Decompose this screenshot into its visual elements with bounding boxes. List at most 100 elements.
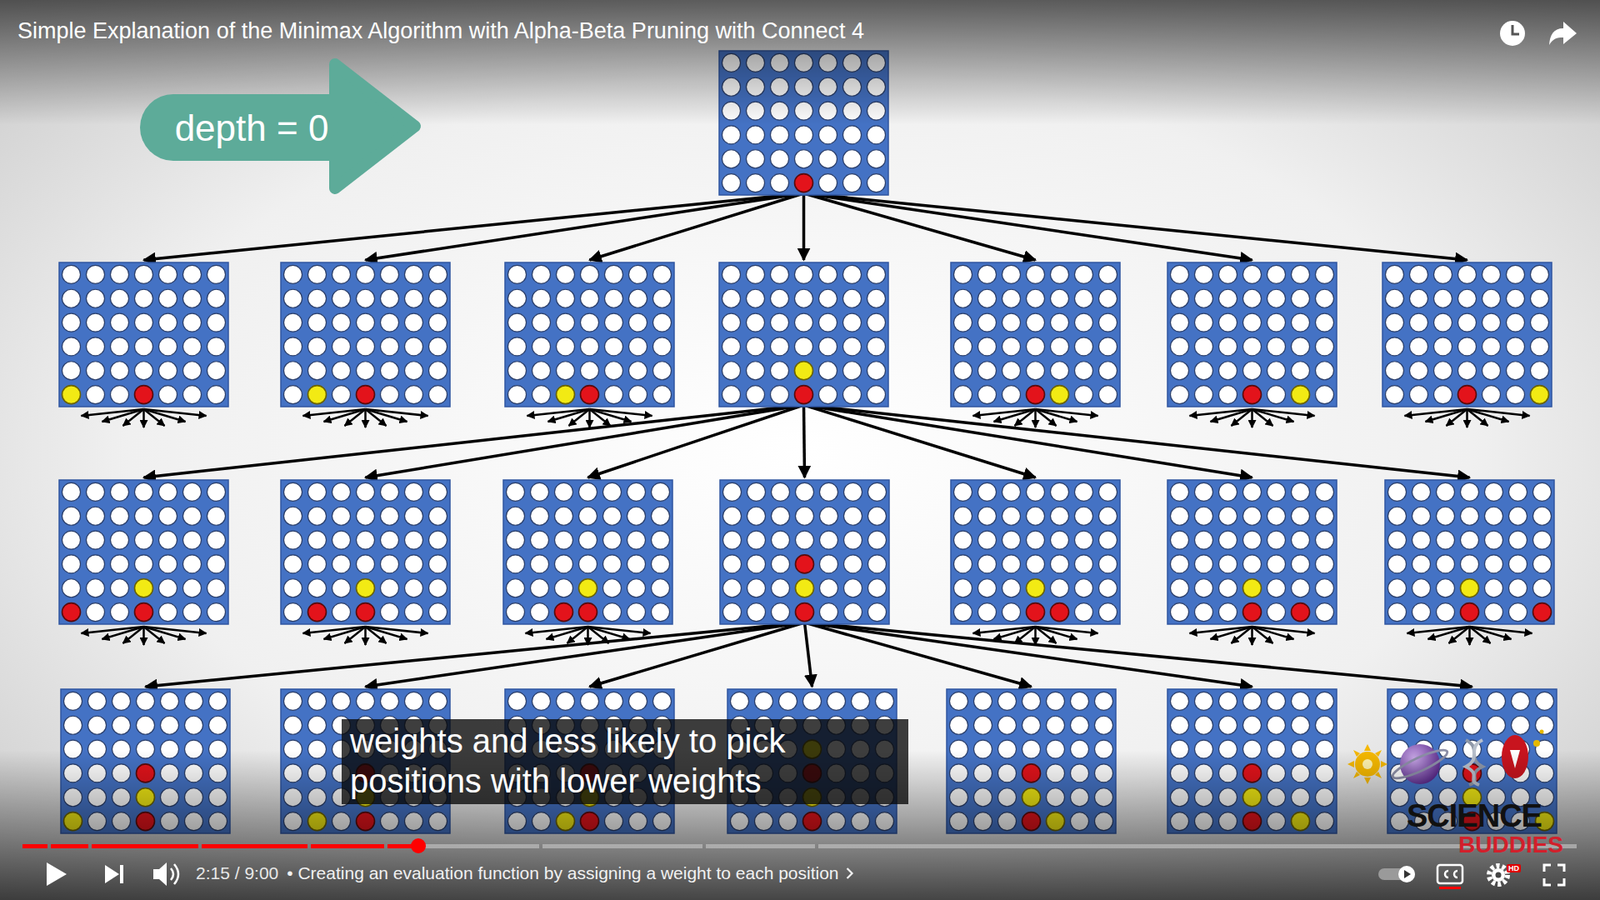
board-cell — [530, 482, 550, 501]
board-cell — [651, 530, 670, 550]
board-cell — [532, 361, 551, 380]
board-cell — [159, 337, 178, 356]
board-cell — [135, 506, 154, 525]
board-cell — [135, 603, 154, 622]
board-cell — [405, 385, 424, 405]
board-cell — [1315, 691, 1335, 710]
board-cell — [1219, 530, 1238, 550]
board-cell — [770, 265, 790, 284]
connect4-board — [1382, 262, 1552, 407]
board-cell — [1243, 555, 1262, 574]
board-cell — [1170, 337, 1190, 356]
board-cell — [1291, 715, 1310, 735]
board-cell — [1315, 313, 1335, 332]
board-cell — [819, 337, 838, 356]
board-cell — [1195, 555, 1214, 574]
board-cell — [1388, 482, 1407, 501]
board-cell — [207, 555, 226, 574]
board-cell — [651, 603, 670, 622]
board-cell — [284, 715, 303, 735]
play-icon — [46, 862, 67, 886]
board-cell — [603, 555, 622, 574]
board-cell — [1291, 530, 1310, 550]
board-cell — [629, 385, 648, 405]
board-cell — [1458, 361, 1477, 380]
board-cell — [1385, 385, 1405, 405]
board-cell — [1434, 289, 1453, 308]
board-cell — [1436, 579, 1455, 598]
board-cell — [867, 313, 886, 332]
board-cell — [1315, 579, 1335, 598]
board-cell — [580, 361, 600, 380]
sparkle — [1540, 730, 1545, 735]
board-cell — [605, 361, 624, 380]
board-cell — [159, 506, 178, 525]
board-cell — [954, 385, 973, 405]
board-cell — [308, 361, 327, 380]
board-cell — [1075, 361, 1094, 380]
board-cell — [380, 530, 400, 550]
board-cell — [579, 555, 598, 574]
board-cell — [746, 313, 765, 332]
board-cell — [1170, 555, 1190, 574]
board-cell — [1026, 385, 1045, 405]
board-cell — [629, 289, 648, 308]
board-cell — [579, 506, 598, 525]
board-cell — [380, 482, 400, 501]
board-cell — [429, 313, 448, 332]
board-cell — [110, 506, 130, 525]
subtitle-text: weights and less likely to pick position… — [350, 720, 900, 801]
board-cell — [64, 691, 83, 710]
settings-gear-body — [1491, 868, 1505, 882]
board-cell — [605, 691, 624, 710]
board-frame — [1167, 262, 1337, 407]
board-cell — [843, 150, 862, 169]
board-cell — [1458, 313, 1477, 332]
board-cell — [135, 337, 154, 356]
board-cell — [1485, 506, 1504, 525]
connect4-board — [950, 262, 1120, 407]
board-cell — [771, 603, 790, 622]
board-cell — [795, 125, 814, 145]
board-cell — [356, 337, 375, 356]
board-cell — [405, 603, 424, 622]
chapter-chevron — [847, 868, 853, 879]
board-cell — [1410, 337, 1429, 356]
tree-arrow — [145, 622, 805, 687]
board-cell — [771, 555, 790, 574]
board-cell — [1439, 715, 1458, 735]
board-cell — [1291, 579, 1310, 598]
board-cell — [308, 715, 327, 735]
board-cell — [183, 603, 202, 622]
board-cell — [722, 385, 741, 405]
board-cell — [1050, 385, 1070, 405]
board-cell — [1050, 361, 1070, 380]
board-cell — [1075, 337, 1094, 356]
board-cell — [954, 482, 973, 501]
board-cell — [405, 289, 424, 308]
board-cell — [332, 265, 351, 284]
video-title: Simple Explanation of the Minimax Algori… — [17, 18, 865, 45]
board-cell — [356, 482, 375, 501]
board-cell — [1388, 579, 1407, 598]
board-cell — [135, 482, 154, 501]
board-cell — [405, 265, 424, 284]
board-cell — [1075, 313, 1094, 332]
board-cell — [429, 482, 448, 501]
board-cell — [159, 265, 178, 284]
board-cell — [530, 530, 550, 550]
arrow-body — [140, 94, 340, 161]
board-cell — [183, 482, 202, 501]
board-cell — [1315, 715, 1335, 735]
board-cell — [1412, 506, 1431, 525]
board-cell — [954, 289, 973, 308]
board-cell — [1315, 555, 1335, 574]
board-cell — [209, 715, 228, 735]
tree-arrow — [144, 405, 805, 478]
board-cell — [1315, 289, 1335, 308]
board-cell — [207, 482, 226, 501]
board-cell — [1460, 506, 1480, 525]
tree-arrow — [588, 405, 805, 478]
board-cell — [1267, 506, 1286, 525]
board-cell — [1075, 289, 1094, 308]
